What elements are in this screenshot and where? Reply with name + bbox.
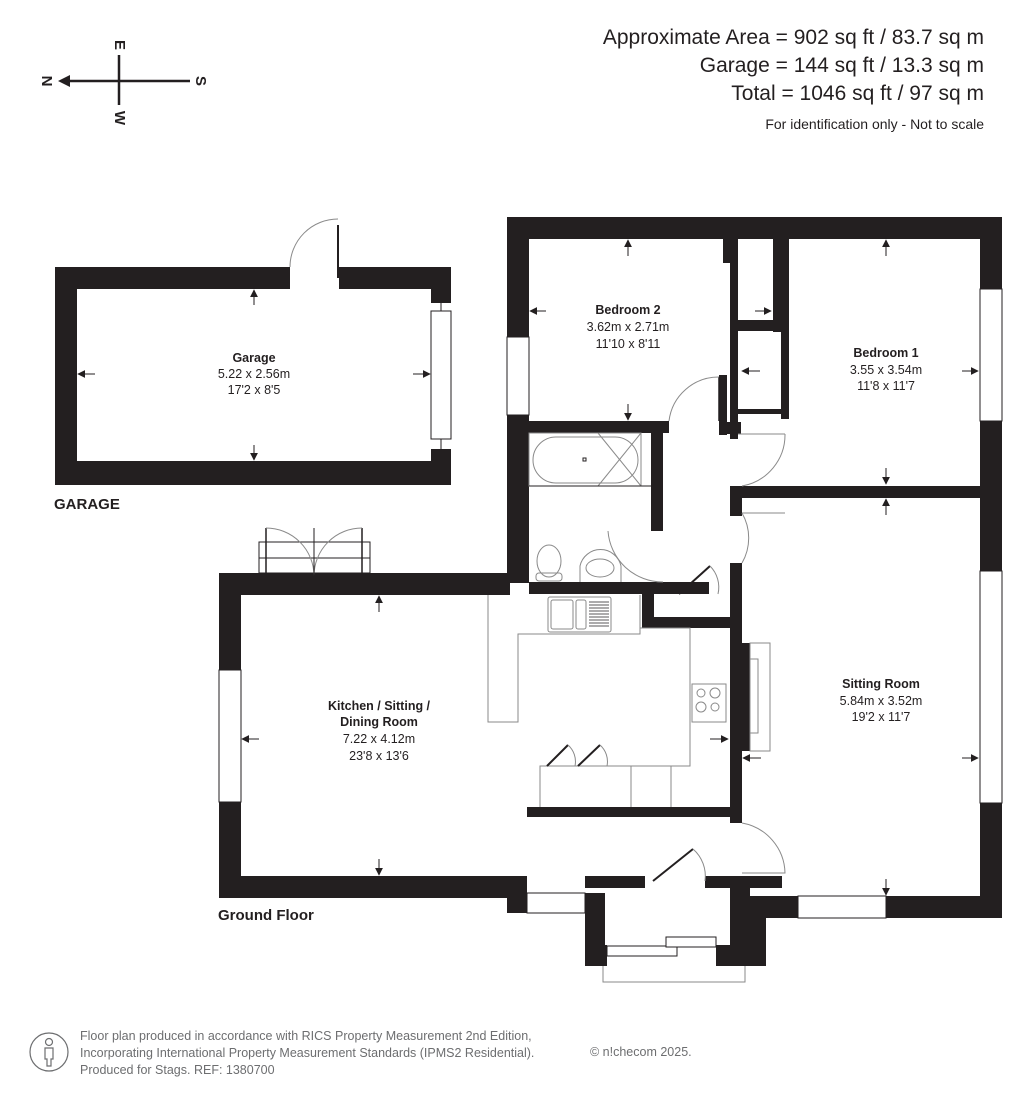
room-name: Sitting Room bbox=[842, 677, 920, 691]
sitting-room-window-south bbox=[797, 895, 887, 919]
total-area: Total = 1046 sq ft / 97 sq m bbox=[731, 82, 984, 105]
room-name-line1: Kitchen / Sitting / bbox=[328, 699, 431, 713]
kitchen-fixtures bbox=[487, 595, 727, 807]
compass-east: E bbox=[111, 40, 128, 50]
bedroom2-window bbox=[506, 336, 530, 416]
door-swings bbox=[607, 263, 786, 882]
floor-label-ground: Ground Floor bbox=[218, 907, 314, 924]
scale-note: For identification only - Not to scale bbox=[765, 116, 984, 132]
bedroom1-window bbox=[979, 288, 1003, 422]
footer-line-1: Floor plan produced in accordance with R… bbox=[80, 1029, 532, 1043]
garage-door-swing bbox=[289, 218, 339, 268]
bath-surround bbox=[528, 432, 642, 487]
room-imperial: 19'2 x 11'7 bbox=[852, 710, 911, 724]
toilet-icon bbox=[536, 544, 562, 578]
sink-icon bbox=[547, 596, 612, 633]
room-metric: 3.55 x 3.54m bbox=[850, 363, 922, 377]
compass-south: S bbox=[192, 76, 209, 86]
room-imperial: 11'10 x 8'11 bbox=[596, 337, 661, 351]
room-metric: 5.84m x 3.52m bbox=[840, 694, 923, 708]
porch-window-right bbox=[665, 936, 717, 948]
hall-window bbox=[526, 892, 586, 914]
room-name: Bedroom 1 bbox=[853, 346, 918, 360]
footer-line-2: Incorporating International Property Mea… bbox=[80, 1046, 535, 1060]
hob-icon bbox=[691, 683, 727, 723]
room-name-line2: Dining Room bbox=[340, 715, 418, 729]
dimension-arrows bbox=[241, 239, 979, 896]
room-metric: 5.22 x 2.56m bbox=[218, 367, 290, 381]
room-name: Bedroom 2 bbox=[595, 303, 660, 317]
room-imperial: 23'8 x 13'6 bbox=[349, 749, 409, 763]
footer-line-3: Produced for Stags. REF: 1380700 bbox=[80, 1063, 275, 1077]
approximate-area: Approximate Area = 902 sq ft / 83.7 sq m bbox=[602, 26, 984, 49]
sitting-room-window-east bbox=[979, 570, 1003, 804]
room-metric: 7.22 x 4.12m bbox=[343, 732, 415, 746]
garage-window bbox=[430, 310, 452, 440]
compass-arrow-icon: N S E W bbox=[38, 40, 209, 126]
copyright: © n!checom 2025. bbox=[590, 1045, 692, 1059]
bath-icon bbox=[532, 436, 639, 484]
room-sitting-room: Sitting Room 5.84m x 3.52m 19'2 x 11'7 bbox=[840, 677, 923, 724]
bathroom-fixtures bbox=[528, 432, 651, 582]
room-bedroom-1: Bedroom 1 3.55 x 3.54m 11'8 x 11'7 bbox=[850, 346, 922, 393]
porch-window-left bbox=[606, 945, 678, 957]
fireplace-icon bbox=[740, 642, 771, 752]
compass-west: W bbox=[111, 111, 128, 126]
floor-label-garage: GARAGE bbox=[54, 496, 120, 513]
house-walls bbox=[218, 217, 1003, 983]
room-metric: 3.62m x 2.71m bbox=[587, 320, 670, 334]
french-doors bbox=[258, 527, 371, 590]
footer-text: Floor plan produced in accordance with R… bbox=[80, 1028, 534, 1079]
room-bedroom-2: Bedroom 2 3.62m x 2.71m 11'10 x 8'11 bbox=[587, 303, 670, 351]
kitchen-window-west bbox=[218, 669, 242, 803]
basin-icon bbox=[579, 549, 622, 582]
room-imperial: 17'2 x 8'5 bbox=[228, 383, 281, 397]
compass-north: N bbox=[38, 76, 55, 87]
room-imperial: 11'8 x 11'7 bbox=[857, 379, 915, 393]
person-icon bbox=[29, 1032, 69, 1072]
room-kitchen-sitting-dining: Kitchen / Sitting / Dining Room 7.22 x 4… bbox=[328, 699, 431, 763]
garage-structure bbox=[55, 218, 452, 485]
area-summary: Approximate Area = 902 sq ft / 83.7 sq m… bbox=[603, 24, 984, 134]
room-name: Garage bbox=[232, 351, 275, 365]
room-garage: Garage 5.22 x 2.56m 17'2 x 8'5 bbox=[218, 351, 290, 397]
garage-area: Garage = 144 sq ft / 13.3 sq m bbox=[699, 54, 984, 77]
